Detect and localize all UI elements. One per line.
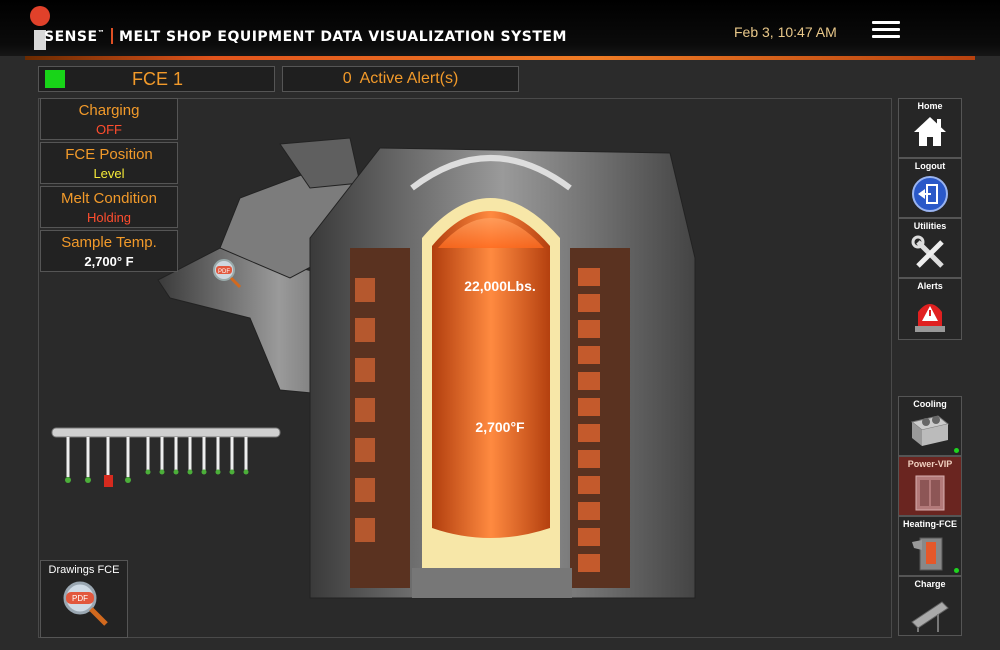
furnace-status-indicator <box>45 70 65 88</box>
logo-dot <box>30 6 50 26</box>
datetime: Feb 3, 10:47 AM <box>734 24 837 40</box>
header-accent-line <box>25 56 975 60</box>
alerts-count: 0 <box>342 70 352 87</box>
drawings-label: Drawings FCE <box>48 564 120 576</box>
nav-alerts-label: Alerts <box>917 281 943 291</box>
furnace-icon <box>912 537 943 571</box>
nav-power-label: Power-VIP <box>907 459 953 469</box>
nav-power-vip[interactable]: Power-VIP <box>898 456 962 516</box>
charging-value: OFF <box>96 122 122 137</box>
charge-conveyor-icon <box>911 601 949 632</box>
furnace-name: FCE 1 <box>131 69 183 89</box>
position-value: Level <box>93 166 125 181</box>
title-separator <box>111 28 114 44</box>
furnace-selector[interactable]: FCE 1 <box>38 66 275 92</box>
header-bar: SENSE™ MELT SHOP EQUIPMENT DATA VISUALIZA… <box>0 0 1000 56</box>
fce-position-status: FCE Position Level <box>40 142 178 184</box>
cooling-status-led <box>954 448 959 453</box>
charging-status: Charging OFF <box>40 98 178 140</box>
nav-cooling-label: Cooling <box>913 399 947 409</box>
melt-weight: 22,000Lbs. <box>464 278 536 294</box>
brand-tm: ™ <box>97 29 106 37</box>
logout-icon <box>912 176 948 212</box>
cooling-manifold-illustration <box>51 427 281 487</box>
nav-utilities[interactable]: Utilities <box>898 218 962 278</box>
system-title: MELT SHOP EQUIPMENT DATA VISUALIZATION S… <box>119 29 567 45</box>
nav-charge-label: Charge <box>914 579 946 589</box>
nav-cooling[interactable]: Cooling <box>898 396 962 456</box>
spout-pdf-magnifier-icon[interactable]: PDF <box>213 259 242 289</box>
nav-heating-fce[interactable]: Heating-FCE <box>898 516 962 576</box>
sample-temp-label: Sample Temp. <box>61 234 157 251</box>
position-label: FCE Position <box>65 146 153 163</box>
nav-heating-label: Heating-FCE <box>903 519 957 529</box>
tools-icon <box>911 235 944 268</box>
drawings-pdf-text: PDF <box>72 594 88 603</box>
melt-temperature: 2,700°F <box>475 419 525 435</box>
cooling-unit-icon <box>910 415 950 446</box>
sample-temp-status: Sample Temp. 2,700° F <box>40 230 178 272</box>
alerts-label: Active Alert(s) <box>359 70 459 87</box>
spout-pdf-text: PDF <box>218 269 230 275</box>
heating-status-led <box>954 568 959 573</box>
furnace-illustration: 22,000Lbs. 2,700°F PDF <box>157 137 696 599</box>
nav-logout[interactable]: Logout <box>898 158 962 218</box>
nav-alerts[interactable]: Alerts <box>898 278 962 340</box>
power-cabinet-icon <box>915 475 945 511</box>
alarm-light-icon <box>915 304 945 332</box>
nav-home[interactable]: Home <box>898 98 962 158</box>
hamburger-menu-icon[interactable] <box>872 21 900 39</box>
nav-logout-label: Logout <box>914 161 946 171</box>
melt-condition-status: Melt Condition Holding <box>40 186 178 228</box>
home-icon <box>914 117 946 146</box>
melt-condition-value: Holding <box>86 210 132 225</box>
app-title: SENSE™ MELT SHOP EQUIPMENT DATA VISUALIZA… <box>44 28 567 45</box>
active-alerts[interactable]: 0 Active Alert(s) <box>282 66 519 92</box>
nav-home-label: Home <box>917 101 943 111</box>
pdf-magnifier-icon: PDF <box>63 581 108 626</box>
sample-temp-value: 2,700° F <box>84 254 134 269</box>
drawings-fce-button[interactable]: Drawings FCE PDF <box>40 560 128 638</box>
nav-utilities-label: Utilities <box>913 221 947 231</box>
brand-prefix: SENSE <box>44 29 98 45</box>
melt-condition-label: Melt Condition <box>61 190 157 207</box>
isense-logo <box>30 6 120 50</box>
nav-charge[interactable]: Charge <box>898 576 962 636</box>
charging-label: Charging <box>78 102 140 119</box>
logo-bar <box>34 30 46 50</box>
